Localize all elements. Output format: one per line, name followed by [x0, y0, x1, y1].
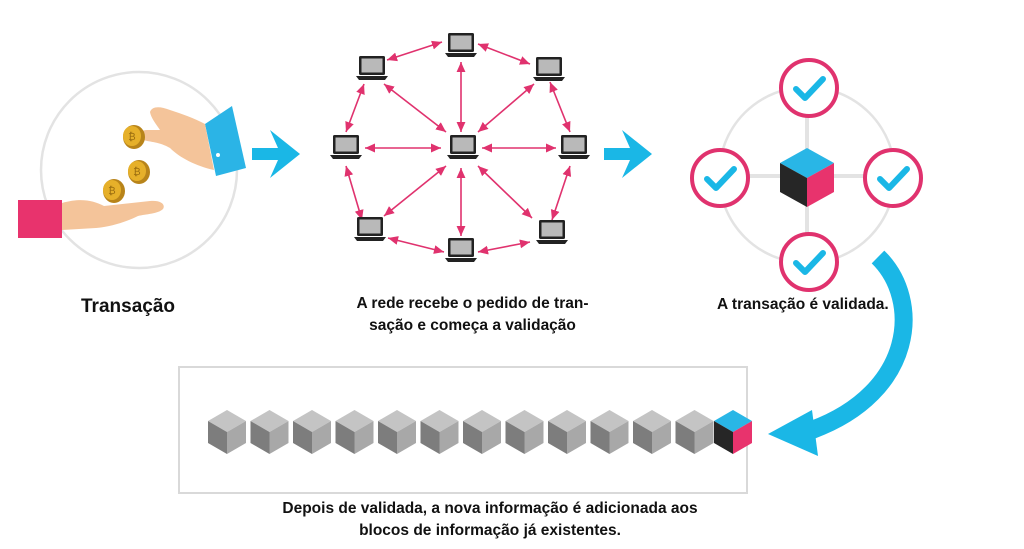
laptop-icon	[558, 135, 590, 159]
validation-caption: A transação é validada.	[717, 296, 889, 313]
laptop-icon	[447, 135, 479, 159]
right-sleeve	[205, 106, 246, 176]
coin-icon: ₿	[128, 160, 150, 184]
chain-caption-line1: Depois de validada, a nova informação é …	[282, 500, 698, 517]
checkmark-icon	[863, 148, 923, 208]
network-caption: A rede recebe o pedido de tran- sação e …	[330, 293, 615, 337]
left-sleeve	[18, 200, 62, 238]
arrow-icon	[604, 130, 652, 178]
coin-icon: ₿	[103, 179, 125, 203]
svg-text:₿: ₿	[128, 131, 135, 143]
laptop-icon	[445, 33, 477, 57]
laptop-icon	[354, 217, 386, 241]
arrow-icon	[252, 130, 300, 178]
transaction-caption: Transação	[81, 296, 175, 317]
network-caption-line1: A rede recebe o pedido de tran-	[356, 295, 589, 312]
chain-caption: Depois de validada, a nova informação é …	[255, 498, 725, 542]
validation-illustration	[690, 58, 923, 292]
svg-text:₿: ₿	[133, 166, 140, 178]
transaction-illustration: ₿ ₿ ₿	[18, 70, 246, 270]
new-block-cube-icon	[714, 410, 752, 454]
checkmark-icon	[779, 232, 839, 292]
laptop-icon	[536, 220, 568, 244]
checkmark-icon	[690, 148, 750, 208]
curved-arrow-icon	[768, 250, 913, 456]
svg-text:₿: ₿	[108, 185, 115, 197]
network-diagram	[330, 33, 590, 262]
laptop-icon	[445, 238, 477, 262]
new-block-cube-icon	[780, 148, 834, 207]
laptop-icon	[533, 57, 565, 81]
coin-icon: ₿	[123, 125, 145, 149]
laptop-icon	[356, 56, 388, 80]
chain-caption-line2: blocos de informação já existentes.	[359, 522, 621, 539]
network-caption-line2: sação e começa a validação	[369, 317, 576, 334]
blockchain-strip	[178, 366, 752, 494]
checkmark-icon	[779, 58, 839, 118]
laptop-icon	[330, 135, 362, 159]
